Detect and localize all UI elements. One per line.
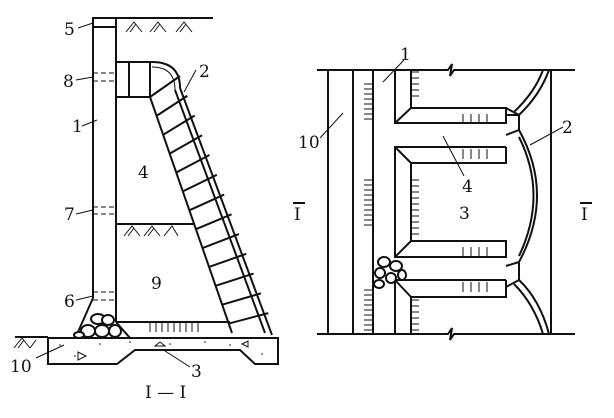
label-5: 5 xyxy=(64,20,75,40)
label-10: 10 xyxy=(10,357,32,377)
soil-hatch-mid xyxy=(123,225,179,237)
rung xyxy=(208,252,247,268)
label-9: 9 xyxy=(151,274,162,294)
rung xyxy=(175,154,210,174)
label-1: 1 xyxy=(72,117,83,137)
drain-pipes xyxy=(93,72,116,301)
label-8: 8 xyxy=(63,72,74,92)
section-view: 5 8 1 4 7 9 6 2 10 3 I — I xyxy=(10,17,279,403)
rung xyxy=(182,173,218,193)
label-6: 6 xyxy=(64,292,75,312)
hatch-ticks xyxy=(364,71,488,331)
plan-stone-drain xyxy=(373,256,407,289)
rung xyxy=(149,75,181,98)
label-2: 2 xyxy=(199,62,210,82)
plan-label-10: 10 xyxy=(298,133,320,153)
rung xyxy=(169,134,203,155)
counterfort-inner-edge xyxy=(149,96,233,334)
counterfort-top xyxy=(116,61,181,89)
rung xyxy=(215,272,254,287)
plan-top-break-line xyxy=(317,63,575,77)
base-slab-3 xyxy=(47,337,279,365)
leader-lines xyxy=(35,22,197,368)
rung xyxy=(195,213,232,231)
rung xyxy=(188,193,225,212)
plan-label-1: 1 xyxy=(400,45,411,65)
soil-hatch-top xyxy=(125,21,193,33)
counterfort-rungs xyxy=(149,75,269,325)
coping-5 xyxy=(92,17,117,28)
rung xyxy=(202,233,240,249)
drain-layer-hatch xyxy=(149,322,199,332)
plan-view: 1 10 2 4 3 I I xyxy=(293,45,592,341)
rung xyxy=(228,312,269,325)
label-3: 3 xyxy=(191,362,202,382)
plan-label-2: 2 xyxy=(562,118,573,138)
plan-leader-lines xyxy=(319,59,564,177)
concrete-dots xyxy=(59,341,263,357)
section-mark-left: I xyxy=(294,205,301,225)
arch-panels-2 xyxy=(505,69,550,335)
counterfort-rib-bottom xyxy=(394,279,507,334)
wall-toe-flare xyxy=(77,297,94,333)
plan-label-3: 3 xyxy=(459,204,470,224)
plan-label-4: 4 xyxy=(462,177,473,197)
counterfort-outer-edge xyxy=(179,87,273,336)
section-title: I — I xyxy=(145,383,186,403)
rung xyxy=(156,94,188,117)
label-7: 7 xyxy=(64,205,75,225)
rung xyxy=(162,114,196,136)
section-mark-right: I xyxy=(581,205,588,225)
rung xyxy=(221,292,262,306)
counterfort-panel xyxy=(394,146,507,258)
label-4: 4 xyxy=(138,163,149,183)
plan-bottom-break-line xyxy=(317,327,575,341)
